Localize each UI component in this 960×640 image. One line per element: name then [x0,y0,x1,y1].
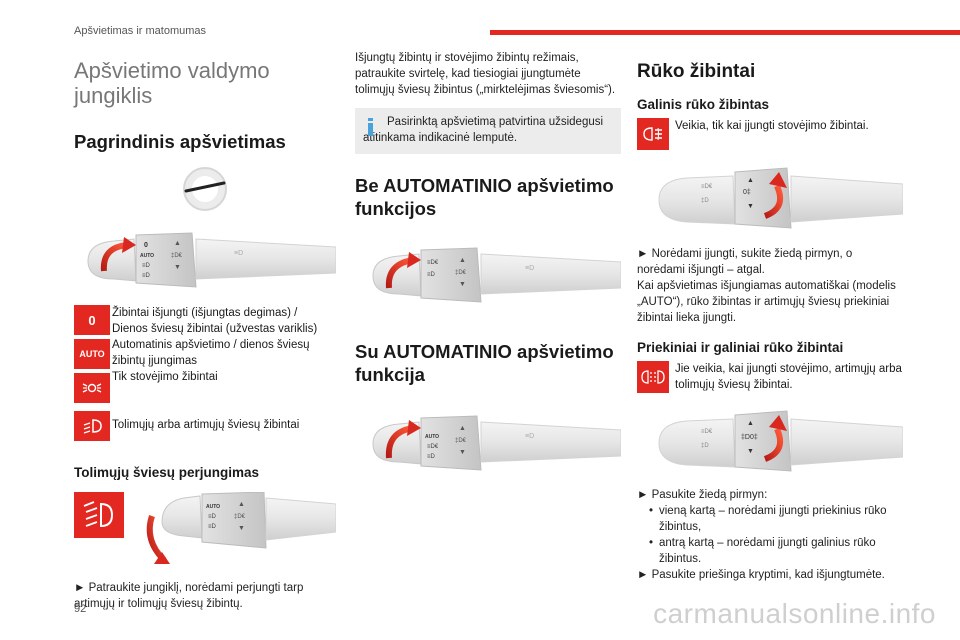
fog-bullet-1: •vieną kartą – norėdami įjungti priekini… [649,505,887,533]
svg-text:‡D0‡: ‡D0‡ [741,434,758,441]
position-off-text: Žibintai išjungti (išjungtas degimas) / … [112,307,318,335]
column-2: Išjungtų žibintų ir stovėjimo žibintų re… [355,50,621,478]
svg-text:≡D: ≡D [525,265,534,272]
stalk-without-auto-illustration: ≡D€ ≡D ▲ ‡D€ ▼ ≡D [372,247,621,303]
rear-fog-instruction: ► Norėdami įjungti, sukite žiedą pirmyn,… [637,248,853,276]
svg-text:‡D€: ‡D€ [455,438,467,444]
svg-text:▼: ▼ [459,281,466,288]
svg-text:▲: ▲ [459,257,466,264]
svg-text:≡D€: ≡D€ [427,260,439,266]
position-auto-text: Automatinis apšvietimo / dienos šviesų ž… [112,339,310,367]
svg-text:≡D: ≡D [208,514,217,520]
rear-fog-icon-text: Veikia, tik kai įjungti stovėjimo žibint… [675,120,869,132]
svg-text:▲: ▲ [459,425,466,432]
page-title: Apšvietimo valdymo jungiklis [74,58,270,108]
position-beam-text: Tolimųjų arba artimųjų šviesų žibintai [112,419,300,431]
with-auto-heading: Su AUTOMATINIO apšvietimo funkcija [355,341,614,385]
dipped-beam-icon [74,411,110,441]
column-1: Apšvietimo valdymo jungiklis Pagrindinis… [74,50,336,612]
rear-fog-icon [637,118,669,150]
svg-text:‡D€: ‡D€ [234,514,246,520]
flash-intro-text: Išjungtų žibintų ir stovėjimo žibintų re… [355,52,616,96]
header-accent-bar [490,30,960,35]
info-box-text: Pasirinktą apšvietimą patvirtina užsideg… [363,116,604,144]
info-box: Pasirinktą apšvietimą patvirtina užsideg… [355,108,621,154]
svg-text:≡D€: ≡D€ [427,444,439,450]
chapter-header: Apšvietimas ir matomumas [74,25,207,37]
watermark: carmanualsonline.info [653,598,936,629]
fog-bullet-2: •antrą kartą – norėdami įjungti galinius… [649,537,876,565]
svg-text:AUTO: AUTO [425,434,439,440]
front-rear-fog-step1: ► Pasukite žiedą pirmyn: [637,489,768,501]
svg-text:≡D: ≡D [427,454,436,460]
svg-text:▼: ▼ [747,203,754,210]
beam-switching-heading: Tolimųjų šviesų perjungimas [74,465,260,480]
svg-text:≡D: ≡D [234,250,243,257]
svg-text:≡D€: ≡D€ [701,184,713,190]
front-rear-fog-icon [637,361,669,393]
auto-symbol-icon: AUTO [74,339,110,369]
front-rear-fog-step2: ► Pasukite priešinga kryptimi, kad išjun… [637,569,885,581]
svg-text:▲: ▲ [174,240,181,247]
svg-text:≡D: ≡D [525,433,534,440]
fog-lights-title: Rūko žibintai [637,61,756,82]
position-auto-row: AUTO Automatinis apšvietimo / dienos švi… [74,339,336,373]
position-beam-row: Tolimųjų arba artimųjų šviesų žibintai [74,411,336,443]
position-sidelights-row: Tik stovėjimo žibintai [74,371,336,403]
svg-text:▼: ▼ [174,264,181,271]
position-off-row: 0 Žibintai išjungti (išjungtas degimas) … [74,305,336,337]
svg-text:≡D€: ≡D€ [701,429,713,435]
front-rear-fog-heading: Priekiniai ir galiniai rūko žibintai [637,340,844,355]
svg-text:≡D: ≡D [427,272,436,278]
svg-text:0: 0 [144,242,148,249]
sidelights-icon [74,373,110,403]
front-rear-fog-icon-text: Jie veikia, kai įjungti stovėjimo, artim… [675,363,902,391]
off-symbol-icon: 0 [74,305,110,335]
steering-wheel-icon [183,167,227,211]
beam-switching-illustration: AUTO ≡D ≡D ▲ ‡D€ ▼ [74,492,336,564]
svg-text:‡D: ‡D [701,198,709,204]
svg-text:≡D: ≡D [142,273,151,279]
lighting-stalk-illustration: 0 AUTO ≡D ≡D ▲ ‡D€ ▼ ≡D [87,232,336,288]
main-lighting-heading: Pagrindinis apšvietimas [74,131,286,152]
light-positions-list: 0 Žibintai išjungti (išjungtas degimas) … [74,305,336,443]
svg-text:▲: ▲ [747,420,754,427]
svg-text:≡D: ≡D [142,263,151,269]
svg-text:‡D€: ‡D€ [171,253,183,259]
svg-text:▲: ▲ [238,501,245,508]
svg-text:▼: ▼ [238,525,245,532]
svg-text:▼: ▼ [747,448,754,455]
rear-fog-note: Kai apšvietimas išjungiamas automatiškai… [637,280,896,324]
column-3: Rūko žibintai Galinis rūko žibintas Veik… [637,50,903,583]
stalk-with-auto-illustration: AUTO ≡D€ ≡D ▲ ‡D€ ▼ ≡D [372,415,621,471]
position-sidelights-text: Tik stovėjimo žibintai [112,371,218,383]
svg-text:≡D: ≡D [208,524,217,530]
beam-switching-text: ► Patraukite jungiklį, norėdami perjungt… [74,582,304,610]
without-auto-heading: Be AUTOMATINIO apšvietimo funkcijos [355,175,614,219]
svg-text:AUTO: AUTO [206,504,220,510]
front-rear-fog-stalk-illustration: ≡D€ ‡D ▲ ‡D0‡ ▼ [658,410,903,472]
rear-fog-row: Veikia, tik kai įjungti stovėjimo žibint… [637,118,903,150]
svg-text:‡D: ‡D [701,443,709,449]
svg-text:AUTO: AUTO [140,253,154,259]
svg-text:▼: ▼ [459,449,466,456]
svg-text:‡D€: ‡D€ [455,270,467,276]
front-rear-fog-row: Jie veikia, kai įjungti stovėjimo, artim… [637,361,903,393]
svg-text:0‡: 0‡ [743,189,751,196]
page-number: 92 [74,603,87,615]
svg-text:▲: ▲ [747,177,754,184]
info-icon [368,118,373,136]
rear-fog-heading: Galinis rūko žibintas [637,97,770,112]
rear-fog-stalk-illustration: ≡D€ ‡D ▲ 0‡ ▼ [658,167,903,229]
